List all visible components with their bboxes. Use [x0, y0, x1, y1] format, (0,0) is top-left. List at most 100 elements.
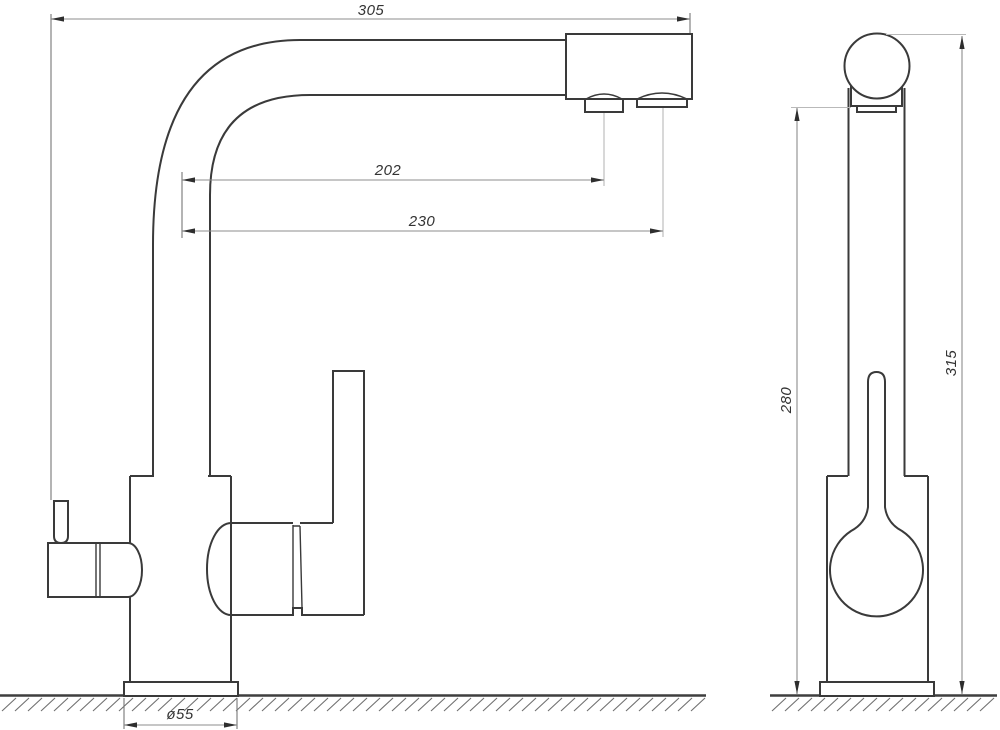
hatch-stroke: [248, 697, 264, 712]
hatch-stroke: [849, 697, 865, 712]
hatch-stroke: [1, 697, 17, 712]
dim-202-arrow-left: [182, 177, 195, 183]
dim-280-label: 280: [778, 387, 795, 415]
dim-230-label: 230: [408, 213, 436, 230]
dim-305-arrow-right: [677, 16, 690, 22]
hatch-stroke: [823, 697, 839, 712]
hatch-stroke: [352, 697, 368, 712]
dim-305-label: 305: [358, 2, 385, 19]
hatch-stroke: [79, 697, 95, 712]
hatch-stroke: [677, 697, 693, 712]
hatch-stroke: [888, 697, 904, 712]
dimensions: 305 202 230 ø55: [50, 2, 966, 729]
dim-deck-to-spout: 280: [778, 106, 851, 694]
hatch-stroke: [339, 697, 355, 712]
filtered-water-outlet: [584, 98, 624, 113]
hatch-stroke: [92, 697, 108, 712]
hatch-stroke: [235, 697, 251, 712]
filter-handle-housing: [47, 542, 143, 598]
mixer-handle-seam: [292, 525, 303, 609]
hatch-stroke: [261, 697, 277, 712]
hatch-stroke: [404, 697, 420, 712]
hatch-stroke: [365, 697, 381, 712]
hatch-stroke: [157, 697, 173, 712]
spout-head-lip: [856, 105, 897, 113]
main-outlet-dome: [636, 92, 688, 100]
dim-202-arrow-right: [591, 177, 604, 183]
riser-tube-side: [847, 88, 906, 476]
hatch-stroke: [222, 697, 238, 712]
hatch-stroke: [534, 697, 550, 712]
dim-d55-label: ø55: [166, 706, 194, 723]
hatch-stroke: [53, 697, 69, 712]
dim-315-arrow-top: [959, 36, 965, 49]
hatch-stroke: [170, 697, 186, 712]
hatch-stroke: [638, 697, 654, 712]
filtered-outlet-dome: [585, 93, 623, 100]
spout-head-end: [843, 32, 911, 100]
dim-overall-height: 315: [886, 33, 966, 694]
hatch-stroke: [417, 697, 433, 712]
hatch-stroke: [914, 697, 930, 712]
hatch-stroke: [784, 697, 800, 712]
ground-hatching-right: [771, 697, 995, 712]
dim-base-diameter: ø55: [123, 698, 238, 729]
hatch-stroke: [547, 697, 563, 712]
hatch-stroke: [560, 697, 576, 712]
hatch-stroke: [836, 697, 852, 712]
hatch-stroke: [300, 697, 316, 712]
hatch-stroke: [875, 697, 891, 712]
hatch-stroke: [625, 697, 641, 712]
base-flange-front: [123, 681, 239, 697]
hatch-stroke: [573, 697, 589, 712]
hatch-stroke: [183, 697, 199, 712]
main-water-outlet: [636, 98, 688, 108]
faucet-body: [129, 475, 232, 682]
hatch-stroke: [651, 697, 667, 712]
dim-280-arrow-top: [794, 108, 800, 121]
hatch-stroke: [586, 697, 602, 712]
hatch-stroke: [131, 697, 147, 712]
hatch-stroke: [378, 697, 394, 712]
spout-neck-outer-curve: [152, 39, 566, 477]
dim-filtered-outlet-reach: 202: [181, 113, 605, 238]
hatch-stroke: [469, 697, 485, 712]
dim-315-label: 315: [943, 350, 960, 377]
hatch-stroke: [927, 697, 943, 712]
mounting-surface: [0, 694, 997, 712]
ground-hatching-left: [1, 697, 706, 712]
hatch-stroke: [771, 697, 787, 712]
dim-202-label: 202: [374, 162, 402, 179]
mixer-handle-lever: [332, 370, 365, 615]
hatch-stroke: [508, 697, 524, 712]
dim-230-arrow-left: [182, 228, 195, 234]
hatch-stroke: [797, 697, 813, 712]
hatch-stroke: [391, 697, 407, 712]
filter-handle-seam: [95, 543, 101, 597]
hatch-stroke: [940, 697, 956, 712]
hatch-stroke: [313, 697, 329, 712]
dim-overall-depth: 305: [50, 2, 691, 500]
faucet-body-side: [826, 475, 929, 682]
hatch-stroke: [287, 697, 303, 712]
mixer-cartridge-housing: [231, 522, 364, 616]
hatch-stroke: [690, 697, 706, 712]
hatch-stroke: [27, 697, 43, 712]
hatch-stroke: [274, 697, 290, 712]
hatch-stroke: [456, 697, 472, 712]
side-view: [819, 32, 935, 697]
mixer-handle-side: [829, 370, 924, 618]
hatch-stroke: [40, 697, 56, 712]
hatch-stroke: [14, 697, 30, 712]
filter-handle-lever: [53, 500, 69, 545]
spout-neck-inner-curve: [209, 94, 566, 477]
dim-d55-arrow-right: [224, 722, 237, 728]
dim-230-arrow-right: [650, 228, 663, 234]
hatch-stroke: [118, 697, 134, 712]
hatch-stroke: [599, 697, 615, 712]
hatch-stroke: [430, 697, 446, 712]
front-view: [47, 33, 693, 697]
hatch-stroke: [326, 697, 342, 712]
